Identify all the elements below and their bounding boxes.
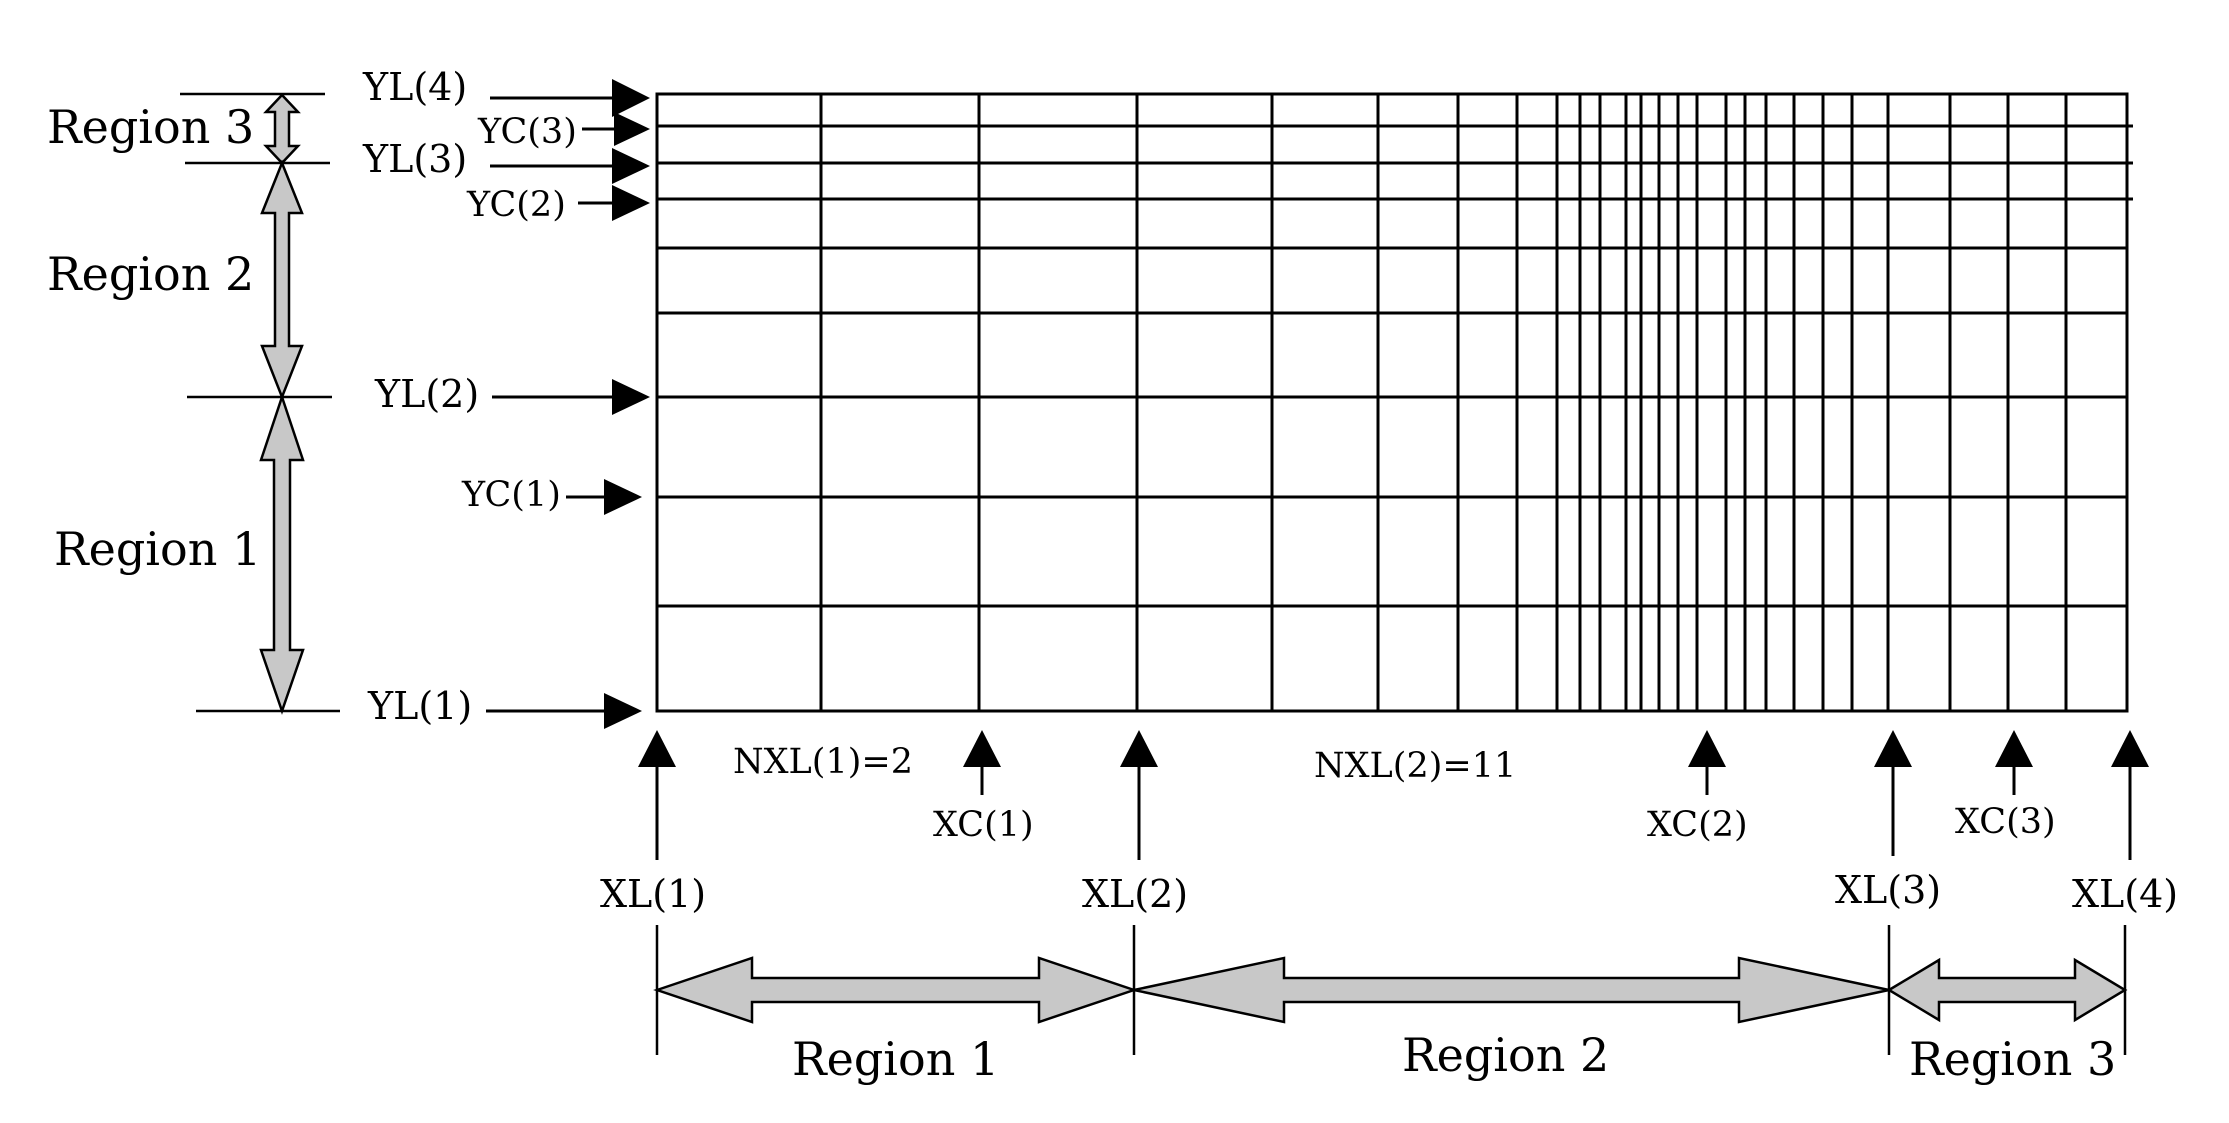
region2-vertical-arrow <box>260 159 304 401</box>
xl1-arrow-head <box>638 730 676 767</box>
yl4-label: YL(4) <box>362 65 467 109</box>
nxl1-label: NXL(1)=2 <box>733 742 913 782</box>
xc3-label: XC(3) <box>1955 802 2056 842</box>
grid-border <box>655 92 2129 713</box>
region2-vertical-label: Region 2 <box>47 247 254 301</box>
xc1-label: XC(1) <box>933 805 1034 845</box>
yl4-arrow-head <box>612 79 650 117</box>
mesh-grid <box>655 92 2133 713</box>
xc2-label: XC(2) <box>1647 805 1748 845</box>
vertical-regions: Region 3 Region 2 Region 1 <box>47 92 340 715</box>
region3-vertical-label: Region 3 <box>47 100 254 154</box>
region1-horizontal-label: Region 1 <box>792 1032 999 1086</box>
xl3-label: XL(3) <box>1835 868 1941 912</box>
y-axis-markers: YL(4) YC(3) YL(3) YC(2) YL(2) YC(1) YL(1… <box>362 65 650 729</box>
nxl2-label: NXL(2)=11 <box>1314 746 1516 786</box>
region3-horizontal-label: Region 3 <box>1909 1032 2116 1086</box>
yl3-arrow-head <box>612 148 650 184</box>
region1-horizontal-arrow <box>653 956 1138 1024</box>
yc3-arrow-head <box>614 112 650 146</box>
yc2-arrow-head <box>612 185 650 221</box>
xc3-arrow-head <box>1995 730 2033 767</box>
yl1-arrow-head <box>604 693 642 729</box>
xl1-label: XL(1) <box>600 872 706 916</box>
yc2-label: YC(2) <box>466 185 566 225</box>
xl2-arrow-head <box>1120 730 1158 767</box>
region1-vertical-arrow <box>259 393 305 715</box>
yl2-label: YL(2) <box>374 372 479 416</box>
x-axis-markers: XL(1) NXL(1)=2 XC(1) XL(2) NXL(2)=11 XC(… <box>600 730 2178 916</box>
xc1-arrow-head <box>963 730 1001 767</box>
horizontal-regions: Region 1 Region 2 Region 3 <box>653 925 2128 1086</box>
region3-vertical-arrow <box>263 93 301 165</box>
yl2-arrow-head <box>612 379 650 415</box>
yc3-label: YC(3) <box>477 112 577 152</box>
xl2-label: XL(2) <box>1082 872 1188 916</box>
xl3-arrow-head <box>1874 730 1912 767</box>
xc2-arrow-head <box>1688 730 1726 767</box>
yl1-label: YL(1) <box>367 684 472 728</box>
yc1-arrow-head <box>604 479 642 515</box>
region3-horizontal-arrow <box>1886 957 2128 1023</box>
yl3-label: YL(3) <box>362 137 467 181</box>
xl4-label: XL(4) <box>2072 872 2178 916</box>
region1-vertical-label: Region 1 <box>54 522 261 576</box>
region2-horizontal-label: Region 2 <box>1402 1028 1609 1082</box>
region2-horizontal-arrow <box>1133 956 1890 1024</box>
xl4-arrow-head <box>2111 730 2149 767</box>
yc1-label: YC(1) <box>461 475 561 515</box>
